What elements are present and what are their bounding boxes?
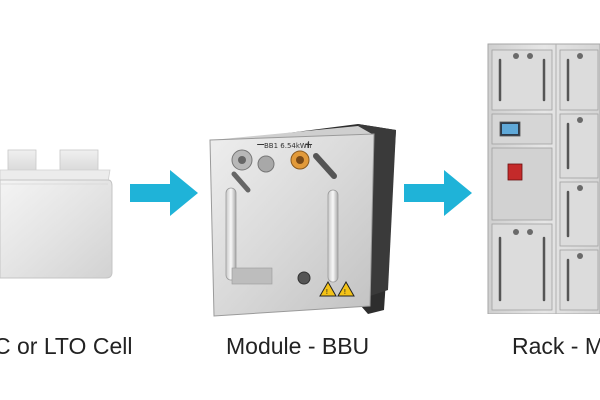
cell-caption: C or LTO Cell xyxy=(0,333,133,359)
arrow-right-icon xyxy=(404,170,472,216)
svg-text:!: ! xyxy=(326,288,329,296)
rack-caption: Rack - M xyxy=(512,333,600,359)
svg-text:−: − xyxy=(256,138,265,151)
arrow-right-icon xyxy=(130,170,198,216)
module-caption: Module - BBU xyxy=(226,333,370,359)
battery-rack-image xyxy=(486,42,600,315)
pouch-cell-image xyxy=(0,140,120,280)
svg-text:+: + xyxy=(304,138,313,151)
module-label-text: BB1 6.54kWh xyxy=(264,142,311,150)
svg-text:!: ! xyxy=(344,288,347,296)
battery-module-image: − + BB1 6.54kWh ! ! xyxy=(208,120,398,320)
